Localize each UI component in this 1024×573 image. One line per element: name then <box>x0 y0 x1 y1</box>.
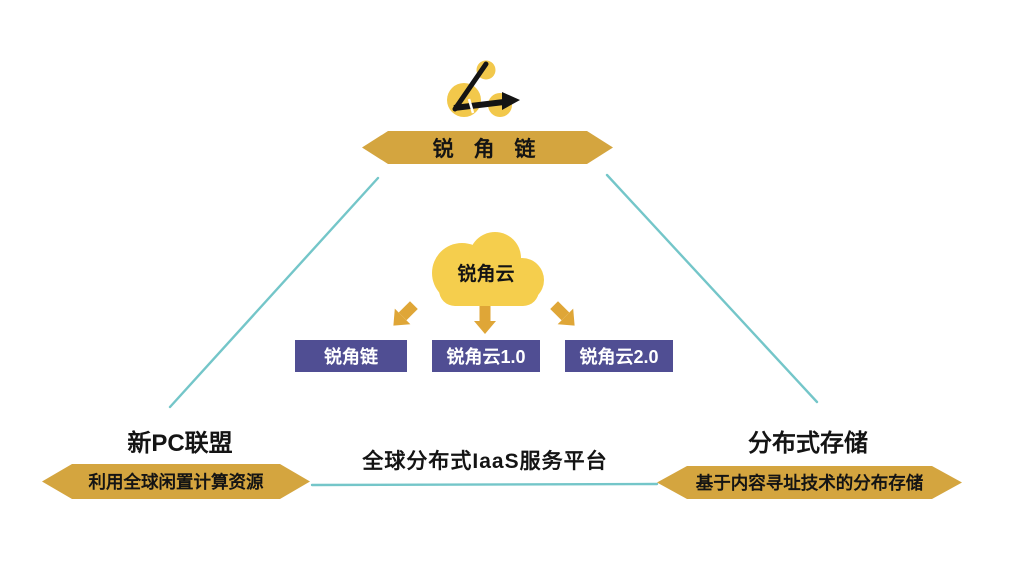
acute-angle-chain-logo-icon <box>447 60 520 117</box>
left-node-title: 新PC联盟 <box>127 430 233 457</box>
right-node-banner: 基于内容寻址技术的分布存储 <box>657 466 962 499</box>
cloud-label: 锐角云 <box>457 264 515 285</box>
version-box-label: 锐角云1.0 <box>446 347 526 367</box>
platform-title: 全球分布式IaaS服务平台 <box>362 450 608 473</box>
left-node-banner: 利用全球闲置计算资源 <box>42 464 310 499</box>
version-box-label: 锐角云2.0 <box>579 347 659 367</box>
triangle-edge-left <box>168 176 380 409</box>
arrow-down-left-icon <box>393 301 418 326</box>
version-box-label: 锐角链 <box>324 347 378 367</box>
arrow-down-right-icon <box>550 301 575 326</box>
right-node-title: 分布式存储 <box>748 430 868 457</box>
top-banner-acute-angle-chain: 锐 角 链 <box>362 131 613 164</box>
triangle-edge-bottom <box>310 482 659 487</box>
version-box-chain: 锐角链 <box>295 340 407 372</box>
arrow-down-icon <box>474 305 496 334</box>
version-box-cloud-2: 锐角云2.0 <box>565 340 673 372</box>
right-node-banner-label: 基于内容寻址技术的分布存储 <box>695 473 924 493</box>
version-box-cloud-1: 锐角云1.0 <box>432 340 540 372</box>
triangle-edge-right <box>605 173 819 404</box>
top-banner-label: 锐 角 链 <box>432 137 543 161</box>
cloud-icon <box>432 232 544 306</box>
left-node-banner-label: 利用全球闲置计算资源 <box>88 472 264 492</box>
